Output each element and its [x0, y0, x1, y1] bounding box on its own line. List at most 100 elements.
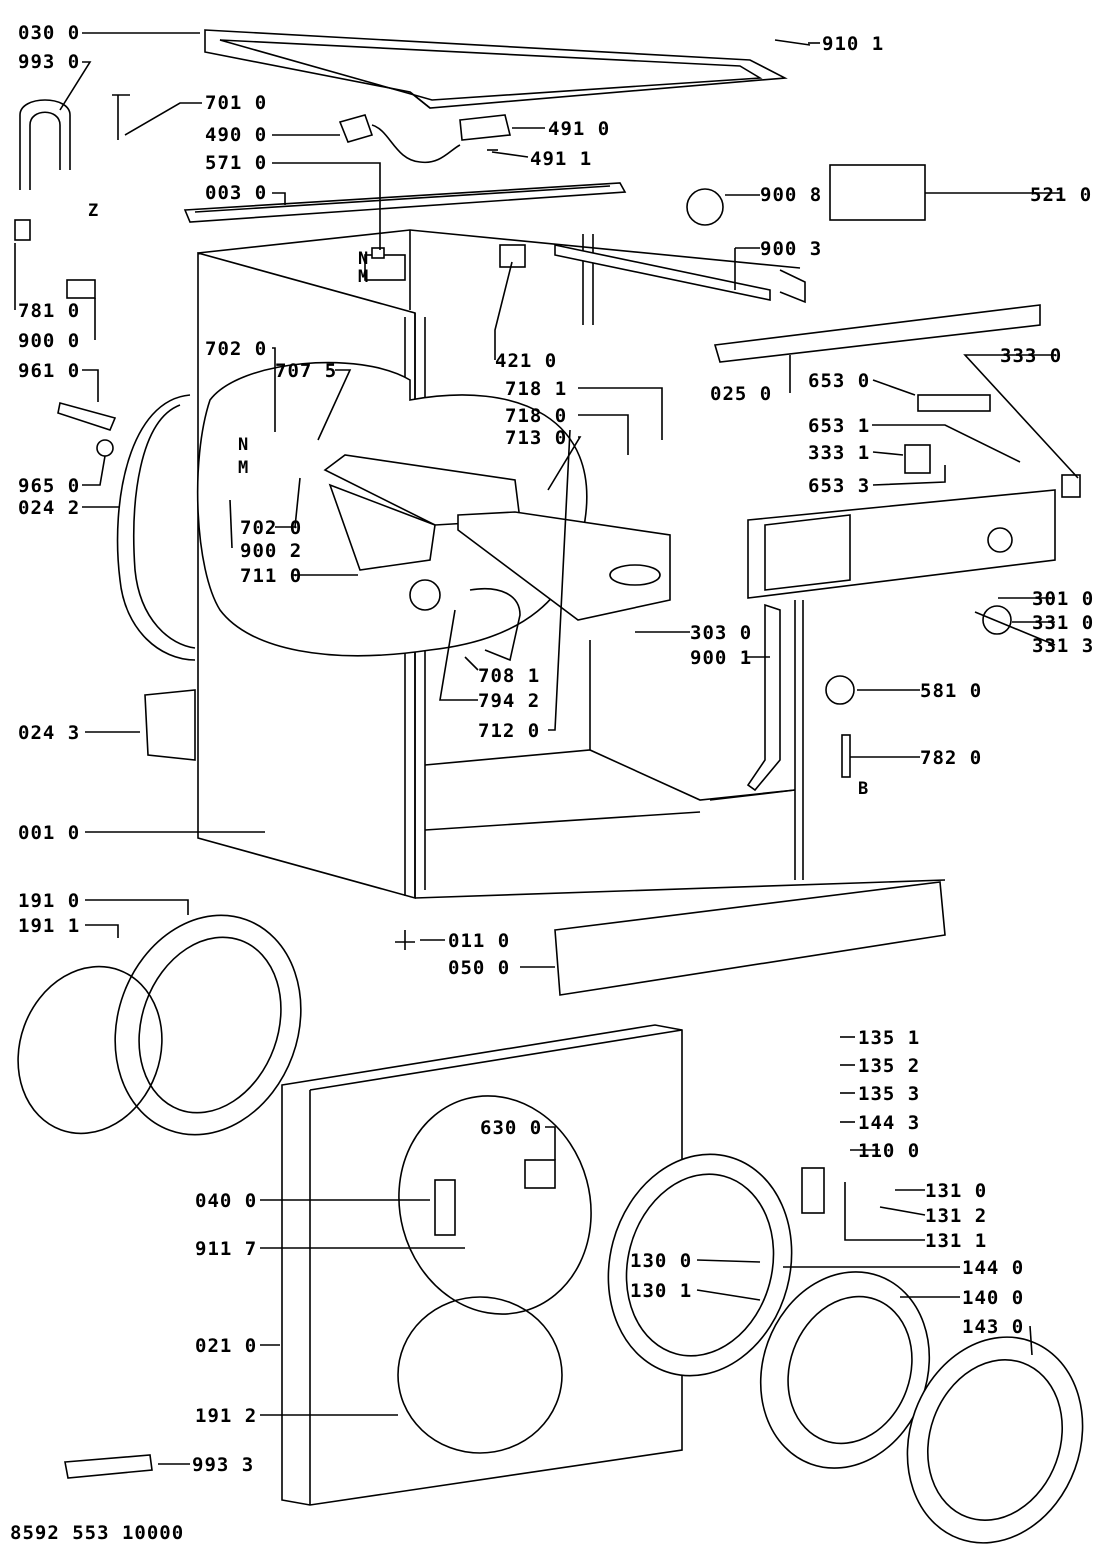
part-label-708-1: 708 1 — [478, 665, 541, 687]
part-label-303-0: 303 0 — [690, 622, 753, 644]
part-label-993-0: 993 0 — [18, 51, 81, 73]
hose-701 — [112, 94, 130, 140]
part-333-1 — [904, 444, 931, 474]
panel-003 — [183, 182, 627, 223]
part-label-140-0: 140 0 — [962, 1287, 1025, 1309]
wire-mark-n-top: N — [358, 249, 370, 269]
part-label-135-2: 135 2 — [858, 1055, 921, 1077]
rail-900-3 — [554, 244, 771, 301]
part-label-191-0: 191 0 — [18, 890, 81, 912]
connector-421 — [499, 244, 526, 268]
part-label-191-2: 191 2 — [195, 1405, 258, 1427]
part-label-131-1: 131 1 — [925, 1230, 988, 1252]
part-label-653-1: 653 1 — [808, 415, 871, 437]
part-label-965-0: 965 0 — [18, 475, 81, 497]
part-label-521-0: 521 0 — [1030, 184, 1093, 206]
part-label-630-0: 630 0 — [480, 1117, 543, 1139]
rod-782 — [841, 734, 851, 778]
valve-571 — [364, 247, 406, 281]
part-label-702-0-a: 702 0 — [205, 338, 268, 360]
part-653-0 — [917, 394, 991, 412]
tool-993-3 — [64, 1454, 153, 1479]
latch-110 — [801, 1167, 825, 1214]
rail-025 — [713, 304, 1041, 363]
control-panel — [747, 489, 1056, 599]
part-label-130-1: 130 1 — [630, 1280, 693, 1302]
part-label-653-3: 653 3 — [808, 475, 871, 497]
pressure-switch — [825, 675, 855, 705]
part-label-421-0: 421 0 — [495, 350, 558, 372]
foot-011 — [395, 930, 415, 950]
part-label-025-0: 025 0 — [710, 383, 773, 405]
door-gasket — [17, 914, 302, 1136]
part-label-900-0: 900 0 — [18, 330, 81, 352]
part-label-143-0: 143 0 — [962, 1316, 1025, 1338]
part-label-131-2: 131 2 — [925, 1205, 988, 1227]
wire-mark-b: B — [858, 779, 870, 799]
part-label-191-1: 191 1 — [18, 915, 81, 937]
hinge-630 — [524, 1159, 556, 1189]
part-label-707-5: 707 5 — [275, 360, 338, 382]
clip-900-0 — [66, 279, 96, 299]
power-cord — [338, 114, 461, 164]
screw-910 — [774, 39, 811, 46]
part-label-718-0: 718 0 — [505, 405, 568, 427]
filter-cover — [144, 689, 196, 761]
kickplate — [554, 881, 946, 996]
dispenser — [323, 454, 521, 611]
part-label-001-0: 001 0 — [18, 822, 81, 844]
part-label-333-1: 333 1 — [808, 442, 871, 464]
part-label-961-0: 961 0 — [18, 360, 81, 382]
part-label-030-0: 030 0 — [18, 22, 81, 44]
part-label-782-0: 782 0 — [920, 747, 983, 769]
part-label-050-0: 050 0 — [448, 957, 511, 979]
seal-024-2 — [116, 394, 196, 661]
part-label-131-0: 131 0 — [925, 1180, 988, 1202]
part-label-331-0: 331 0 — [1032, 612, 1095, 634]
part-label-900-2: 900 2 — [240, 540, 303, 562]
part-label-712-0: 712 0 — [478, 720, 541, 742]
bellows — [469, 588, 521, 662]
part-label-130-0: 130 0 — [630, 1250, 693, 1272]
part-900-8 — [686, 188, 724, 226]
part-label-581-0: 581 0 — [920, 680, 983, 702]
part-label-571-0: 571 0 — [205, 152, 268, 174]
hinge-333 — [1061, 474, 1081, 498]
wire-mark-n-mid: N — [238, 435, 250, 455]
top-lid — [204, 29, 788, 109]
door-ring — [607, 1153, 793, 1377]
part-label-911-7: 911 7 — [195, 1238, 258, 1260]
part-label-024-2: 024 2 — [18, 497, 81, 519]
part-label-333-0: 333 0 — [1000, 345, 1063, 367]
part-label-701-0: 701 0 — [205, 92, 268, 114]
part-label-135-3: 135 3 — [858, 1083, 921, 1105]
part-label-702-0-b: 702 0 — [240, 517, 303, 539]
front-panel — [281, 1024, 683, 1506]
part-label-011-0: 011 0 — [448, 930, 511, 952]
knob-331 — [982, 605, 1012, 635]
rail-900-1 — [746, 603, 781, 792]
part-label-331-3: 331 3 — [1032, 635, 1095, 657]
part-label-135-1: 135 1 — [858, 1027, 921, 1049]
wire-mark-m-top: M — [358, 267, 370, 287]
part-label-301-0: 301 0 — [1032, 588, 1095, 610]
part-label-040-0: 040 0 — [195, 1190, 258, 1212]
wire-mark-m-mid: M — [238, 458, 250, 478]
filter-491 — [459, 114, 511, 141]
handle-040 — [434, 1179, 456, 1236]
drain-hose — [14, 99, 71, 241]
part-label-781-0: 781 0 — [18, 300, 81, 322]
part-label-003-0: 003 0 — [205, 182, 268, 204]
part-label-900-8: 900 8 — [760, 184, 823, 206]
part-label-713-0: 713 0 — [505, 427, 568, 449]
part-label-021-0: 021 0 — [195, 1335, 258, 1357]
part-label-794-2: 794 2 — [478, 690, 541, 712]
part-label-653-0: 653 0 — [808, 370, 871, 392]
part-label-910-1: 910 1 — [822, 33, 885, 55]
part-label-711-0: 711 0 — [240, 565, 303, 587]
wire-mark-z: Z — [88, 201, 100, 221]
part-label-900-3: 900 3 — [760, 238, 823, 260]
part-label-024-3: 024 3 — [18, 722, 81, 744]
